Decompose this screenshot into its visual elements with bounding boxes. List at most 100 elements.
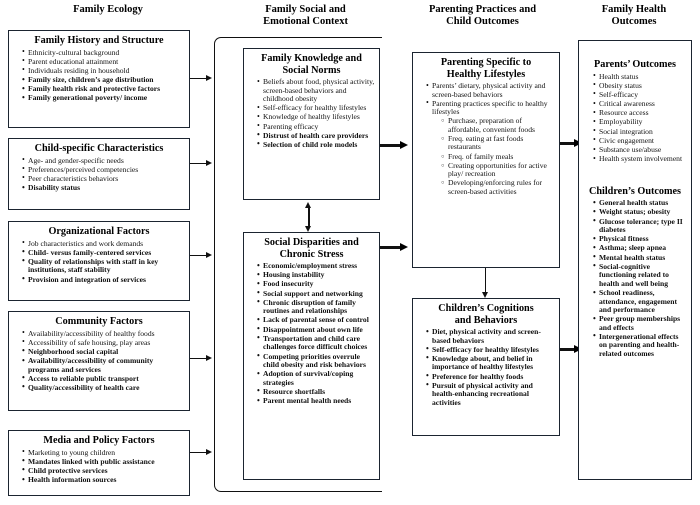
bullet-list-parents-outcomes: Health status Obesity status Self-effica… — [584, 72, 686, 164]
bullet-list: Diet, physical activity and screen-based… — [417, 327, 555, 408]
box-title: Organizational Factors — [48, 226, 150, 237]
list-item: Child- versus family-centered services — [22, 248, 185, 258]
connector-line-cognitions-to-outcomes — [560, 348, 578, 351]
box-title-line-1: Family Knowledge and — [261, 53, 362, 64]
bracket-family-social-emotional-context — [214, 37, 382, 492]
list-item: Individuals residing in household — [22, 66, 185, 76]
box-title-line-2: Chronic Stress — [279, 248, 344, 260]
arrow-head-up-knowledge — [305, 202, 312, 208]
connector-line-community — [190, 358, 210, 360]
list-item: Intergenerational effects on parenting a… — [593, 332, 686, 359]
list-item: Competing priorities overrule child obes… — [257, 352, 375, 370]
column-header-line-2: Child Outcomes — [446, 16, 519, 27]
list-item: Mandates linked with public assistance — [22, 457, 185, 467]
list-item: Peer group memberships and effects — [593, 314, 686, 332]
box-family-health-outcomes: Parents’ Outcomes Health status Obesity … — [578, 40, 692, 480]
connector-line-organizational — [190, 255, 210, 257]
arrow-head-child-specific — [206, 159, 212, 166]
bullet-list: Availability/accessibility of healthy fo… — [13, 329, 185, 393]
column-header-line-2: Outcomes — [611, 16, 657, 27]
list-item: Distrust of health care providers — [257, 131, 375, 141]
list-item: Preferences/perceived competencies — [22, 165, 185, 175]
arrow-head-organizational — [206, 251, 212, 258]
list-item: Ethnicity-cultural background — [22, 48, 185, 58]
list-item: Employability — [593, 118, 686, 127]
list-item: Parent educational attainment — [22, 57, 185, 67]
bullet-list: Marketing to young children Mandates lin… — [13, 448, 185, 485]
bullet-list: Age- and gender-specific needs Preferenc… — [13, 156, 185, 193]
list-item: Peer characteristics behaviors — [22, 174, 185, 184]
list-item: Preference for healthy foods — [426, 372, 555, 382]
list-item: Self-efficacy — [593, 90, 686, 100]
column-header-line-1: Parenting Practices and — [428, 4, 537, 15]
sub-list-item: Developing/enforcing rules for screen-ba… — [441, 179, 555, 196]
box-title-childrens-outcomes: Children’s Outcomes — [589, 185, 681, 197]
box-title-line-1: Children’s Cognitions — [438, 303, 534, 314]
list-item: Substance use/abuse — [593, 145, 686, 155]
list-item: Pursuit of physical activity and health-… — [426, 381, 555, 408]
list-item: Diet, physical activity and screen-based… — [426, 327, 555, 345]
arrow-head-family-history — [206, 74, 212, 81]
list-item: Physical fitness — [593, 235, 686, 244]
list-item: Access to reliable public transport — [22, 374, 185, 384]
box-childrens-cognitions-and-behaviors: Children’s Cognitions and Behaviors Diet… — [412, 298, 560, 436]
list-item: Housing instability — [257, 271, 375, 280]
list-item: Parenting efficacy — [257, 122, 375, 132]
column-header-line-2: Emotional Context — [263, 16, 348, 27]
list-item: Parenting practices specific to healthy … — [426, 99, 555, 197]
connector-line-parenting-to-cognitions — [485, 268, 487, 294]
box-community-factors: Community Factors Availability/accessibi… — [8, 311, 190, 411]
connector-line-knowledge-to-parenting — [380, 144, 404, 147]
box-title: Family Knowledge and Social Norms — [248, 53, 375, 76]
list-item: Marketing to young children — [22, 448, 185, 458]
list-item: Provision and integration of services — [22, 275, 185, 285]
list-item: Quality of relationships with staff in k… — [22, 257, 185, 275]
connector-line-parenting-to-outcomes — [560, 142, 578, 145]
box-title: Family History and Structure — [34, 35, 164, 46]
column-header-family-social-emotional-context: Family Social and Emotional Context — [228, 4, 383, 28]
sub-list-item: Freq. of family meals — [441, 152, 555, 162]
list-item: Asthma; sleep apnea — [593, 244, 686, 253]
list-item: Disability status — [22, 184, 185, 193]
connector-line-disparities-to-parenting — [380, 246, 404, 249]
box-family-history-and-structure: Family History and Structure Ethnicity-c… — [8, 30, 190, 128]
list-item: Neighborhood social capital — [22, 347, 185, 357]
list-item: Lack of parental sense of control — [257, 316, 375, 325]
arrow-head-media-policy — [206, 448, 212, 455]
list-item: Self-efficacy for healthy lifestyles — [426, 345, 555, 355]
list-item: Quality/accessibility of health care — [22, 383, 185, 393]
box-title-line-2: and Behaviors — [454, 314, 518, 326]
list-item: Transportation and child care challenges… — [257, 334, 375, 352]
box-social-disparities-and-chronic-stress: Social Disparities and Chronic Stress Ec… — [243, 232, 380, 480]
list-item: Social integration — [593, 127, 686, 137]
arrow-head-disparities-to-parenting — [400, 242, 408, 251]
box-title-parents-outcomes: Parents’ Outcomes — [594, 59, 676, 70]
box-title: Parenting Specific to Healthy Lifestyles — [417, 57, 555, 80]
list-item: Parents’ dietary, physical activity and … — [426, 81, 555, 99]
column-header-family-health-outcomes: Family Health Outcomes — [572, 4, 696, 28]
connector-line-knowledge-disparities — [308, 206, 310, 228]
bullet-list: Beliefs about food, physical activity, s… — [248, 77, 375, 150]
arrow-head-parenting-to-cognitions — [482, 292, 489, 298]
column-header-parenting-practices-child-outcomes: Parenting Practices and Child Outcomes — [400, 4, 565, 28]
box-title: Child-specific Characteristics — [34, 143, 164, 154]
box-family-knowledge-and-social-norms: Family Knowledge and Social Norms Belief… — [243, 48, 380, 200]
arrow-head-down-disparities — [305, 226, 312, 232]
list-item: Resource shortfalls — [257, 387, 375, 397]
box-title: Community Factors — [55, 316, 143, 327]
box-title-line-1: Social Disparities and — [264, 237, 359, 248]
list-item: Economic/employment stress — [257, 261, 375, 271]
column-header-line-1: Family Ecology — [73, 4, 143, 15]
list-item: Beliefs about food, physical activity, s… — [257, 77, 375, 104]
list-item: Glucose tolerance; type II diabetes — [593, 217, 686, 235]
arrow-head-community — [206, 354, 212, 361]
list-item: Availability/accessibility of healthy fo… — [22, 329, 185, 339]
list-item: General health status — [593, 199, 686, 208]
list-item: Parent mental health needs — [257, 397, 375, 406]
list-item: Adoption of survival/coping strategies — [257, 369, 375, 387]
list-item: Selection of child role models — [257, 140, 375, 150]
sub-bullet-list: Purchase, preparation of affordable, con… — [432, 116, 555, 196]
bullet-list: Parents’ dietary, physical activity and … — [417, 81, 555, 197]
list-item: Health information sources — [22, 476, 185, 485]
list-item: Job characteristics and work demands — [22, 239, 185, 249]
